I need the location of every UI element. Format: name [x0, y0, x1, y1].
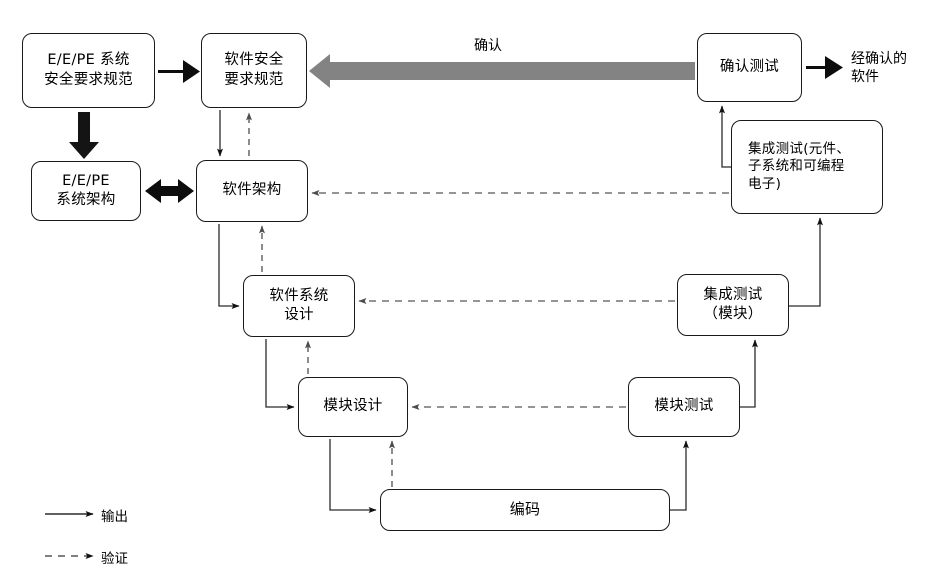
module-design-label: 模块设计	[323, 398, 383, 415]
software-architecture-label: 软件架构	[222, 182, 282, 199]
arrow-eepe-arch-to-sw-arch	[145, 179, 194, 203]
edge-moduletest-to-integmodule	[740, 339, 758, 408]
validated-software-label: 经确认的 软件	[851, 51, 907, 86]
software-system-design-label: 软件系统 设计	[269, 287, 329, 323]
legend-output-label: 输出	[101, 509, 128, 525]
integration-testing-module-label: 集成测试 （模块）	[703, 286, 763, 322]
edge-coding-to-moduletest	[670, 440, 689, 511]
arrow-eepe-req-to-eepe-arch	[69, 112, 99, 159]
validation-testing-box[interactable]: 确认测试	[697, 33, 802, 102]
edge-integcomp-to-validation	[718, 105, 731, 168]
coding-label: 编码	[509, 500, 541, 519]
integration-testing-components-box[interactable]: 集成测试(元件、 子系统和可编程 电子)	[731, 120, 883, 214]
integration-testing-module-box[interactable]: 集成测试 （模块）	[677, 274, 789, 336]
software-system-design-box[interactable]: 软件系统 设计	[243, 275, 355, 337]
arrow-validation-gray	[309, 54, 695, 88]
module-design-box[interactable]: 模块设计	[298, 377, 408, 437]
edge-integmodule-to-integcomp	[789, 217, 823, 307]
edge-sysdesign-to-moduledesign	[265, 339, 295, 410]
module-testing-box[interactable]: 模块测试	[628, 377, 740, 437]
validation-testing-label: 确认测试	[719, 58, 780, 75]
software-architecture-box[interactable]: 软件架构	[196, 160, 308, 222]
coding-box[interactable]: 编码	[380, 489, 670, 531]
legend-verify-label: 验证	[101, 551, 128, 567]
ee-pe-safety-requirements-box[interactable]: E/E/PE 系统 安全要求规范	[22, 33, 155, 108]
edge-swarch-to-sysdesign	[218, 224, 240, 309]
ee-pe-safety-requirements-label: E/E/PE 系统 安全要求规范	[44, 52, 133, 88]
software-safety-requirements-label: 软件安全 要求规范	[224, 52, 284, 88]
integration-testing-components-label: 集成测试(元件、 子系统和可编程 电子)	[748, 141, 851, 192]
edge-moduledesign-to-coding	[329, 439, 377, 513]
arrow-eepe-req-to-sw-req	[158, 60, 200, 83]
validation-arrow-label: 确认	[474, 38, 502, 54]
ee-pe-system-architecture-box[interactable]: E/E/PE 系统架构	[31, 161, 141, 221]
ee-pe-system-architecture-label: E/E/PE 系统架构	[56, 172, 116, 208]
software-safety-requirements-box[interactable]: 软件安全 要求规范	[201, 33, 307, 108]
arrow-validation-to-validated-software	[806, 56, 843, 79]
module-testing-label: 模块测试	[654, 398, 714, 415]
